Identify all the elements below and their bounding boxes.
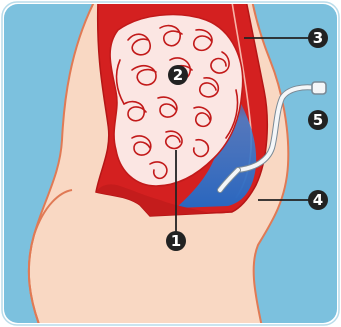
callout-2: 2 — [168, 65, 188, 85]
callout-1: 1 — [166, 231, 186, 251]
callout-number: 3 — [313, 29, 323, 47]
catheter-cap — [312, 82, 326, 94]
callout-number: 1 — [171, 232, 181, 250]
callout-number: 2 — [173, 66, 183, 84]
callout-5: 5 — [308, 110, 328, 130]
callout-number: 5 — [313, 111, 323, 129]
callout-3: 3 — [308, 28, 328, 48]
callout-number: 4 — [313, 191, 323, 209]
callout-4: 4 — [308, 190, 328, 210]
